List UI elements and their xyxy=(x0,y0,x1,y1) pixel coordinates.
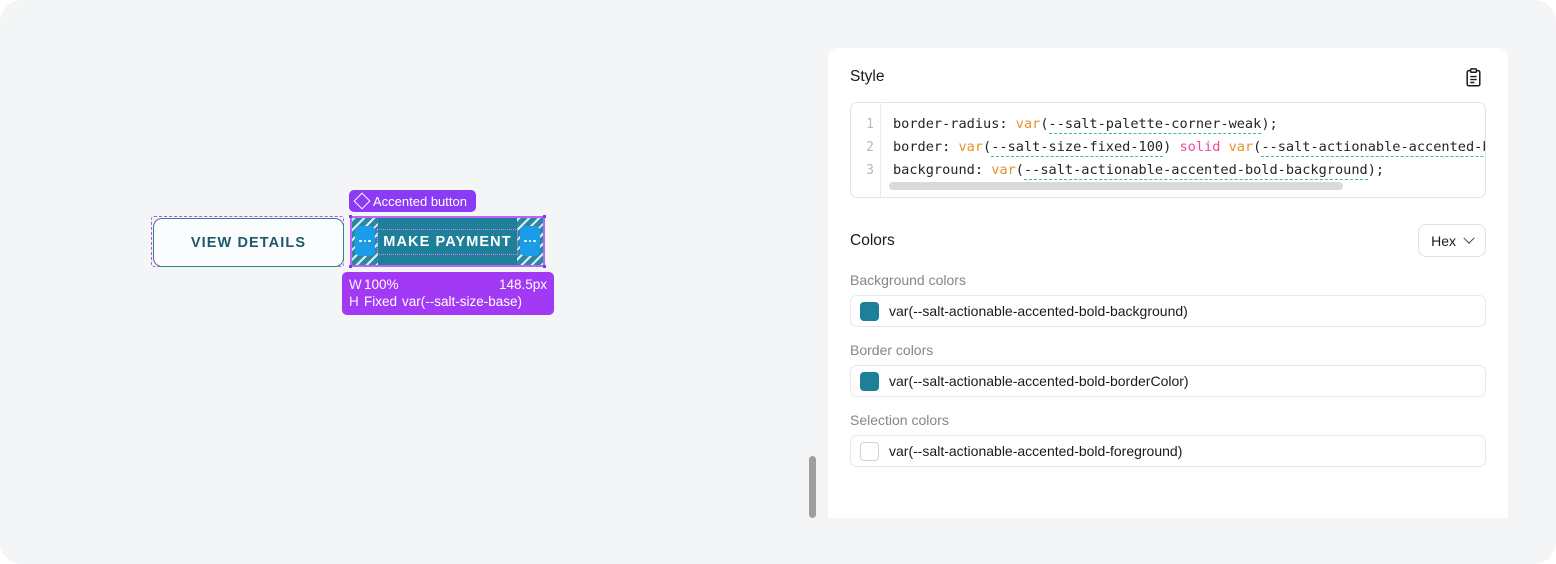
code-token-fn: var xyxy=(991,162,1016,178)
style-section-header: Style xyxy=(850,64,1486,90)
design-canvas[interactable]: Accented button VIEW DETAILS MAKE PAYMEN… xyxy=(0,0,800,564)
color-row[interactable]: var(--salt-actionable-accented-bold-fore… xyxy=(850,435,1486,467)
drag-handle-dots-icon-left[interactable] xyxy=(355,226,375,256)
dimension-row-width: W 100% 148.5px xyxy=(349,276,547,293)
code-token-var: --salt-palette-corner-weak xyxy=(1048,116,1262,134)
colors-section-title: Colors xyxy=(850,231,895,249)
code-token-prop: ); xyxy=(1367,162,1385,178)
code-token-prop: border-radius: xyxy=(893,116,1016,132)
component-name-label: Accented button xyxy=(373,193,467,209)
view-details-selection-box[interactable]: VIEW DETAILS xyxy=(151,216,344,267)
code-token-kw: solid xyxy=(1179,139,1221,155)
dimension-tooltip[interactable]: W 100% 148.5px H Fixed var(--salt-size-b… xyxy=(342,272,554,315)
code-token-fn: var xyxy=(1228,139,1254,155)
resize-nub-bl[interactable] xyxy=(349,265,352,268)
colors-section-header: Colors Hex xyxy=(850,224,1486,257)
color-swatch[interactable] xyxy=(860,441,879,461)
make-payment-selection-box[interactable]: MAKE PAYMENT xyxy=(349,215,546,268)
code-horizontal-scrollbar[interactable] xyxy=(889,182,1471,190)
code-token-prop: ( xyxy=(1253,139,1262,155)
color-token-value: var(--salt-actionable-accented-bold-bord… xyxy=(889,373,1189,389)
color-token-value: var(--salt-actionable-accented-bold-fore… xyxy=(889,443,1183,459)
height-key: H xyxy=(349,294,359,309)
code-token-fn: var xyxy=(958,139,984,155)
component-name-badge[interactable]: Accented button xyxy=(349,190,476,212)
code-token-prop: background: xyxy=(893,162,992,178)
width-key: W xyxy=(349,277,362,292)
code-token-prop xyxy=(1220,139,1228,155)
diamond-icon xyxy=(353,192,371,210)
color-row[interactable]: var(--salt-actionable-accented-bold-bord… xyxy=(850,365,1486,397)
code-token-prop: ( xyxy=(1015,162,1024,178)
code-token-var: --salt-actionable-accented-bold-borderCo… xyxy=(1261,139,1485,157)
code-token-prop: ) xyxy=(1163,139,1180,155)
code-line-numbers: 1 2 3 xyxy=(851,103,881,197)
code-line-number: 2 xyxy=(866,140,874,155)
color-format-select[interactable]: Hex xyxy=(1418,224,1486,257)
code-token-fn: var xyxy=(1015,116,1041,132)
color-token-value: var(--salt-actionable-accented-bold-back… xyxy=(889,303,1188,319)
code-content[interactable]: border-radius: var(--salt-palette-corner… xyxy=(881,103,1485,182)
color-swatch[interactable] xyxy=(860,371,879,391)
color-swatch[interactable] xyxy=(860,301,879,321)
code-line: border: var(--salt-size-fixed-100) solid… xyxy=(893,136,1485,159)
code-line: background: var(--salt-actionable-accent… xyxy=(893,159,1485,182)
color-group-label: Selection colors xyxy=(850,412,949,428)
code-token-var: --salt-size-fixed-100 xyxy=(991,139,1164,157)
height-mode: Fixed xyxy=(364,294,398,309)
color-groups: Background colors var(--salt-actionable-a… xyxy=(850,272,1486,467)
view-details-button[interactable]: VIEW DETAILS xyxy=(153,218,344,267)
color-group-label: Border colors xyxy=(850,342,934,358)
make-payment-button[interactable]: MAKE PAYMENT xyxy=(377,218,518,265)
style-section-title: Style xyxy=(850,68,885,85)
color-row[interactable]: var(--salt-actionable-accented-bold-back… xyxy=(850,295,1486,327)
code-token-prop: ( xyxy=(1040,116,1049,132)
view-details-label: VIEW DETAILS xyxy=(190,234,307,251)
code-token-prop: border: xyxy=(893,139,959,155)
width-mode: 100% xyxy=(364,277,399,292)
code-token-var: --salt-actionable-accented-bold-backgrou… xyxy=(1023,162,1368,180)
width-computed: 148.5px xyxy=(498,277,547,292)
clipboard-icon[interactable] xyxy=(1460,64,1486,90)
code-line-number: 3 xyxy=(866,163,874,178)
chevron-down-icon xyxy=(1463,232,1475,244)
make-payment-label: MAKE PAYMENT xyxy=(383,233,512,250)
code-token-prop: ); xyxy=(1261,116,1278,132)
resize-nub-tl[interactable] xyxy=(349,215,352,218)
selection-frame[interactable]: VIEW DETAILS MAKE PAYMENT xyxy=(151,215,546,268)
dimension-row-height: H Fixed var(--salt-size-base) xyxy=(349,293,547,310)
color-format-value: Hex xyxy=(1431,232,1456,249)
drag-handle-dots-icon-right[interactable] xyxy=(520,226,540,256)
color-group-label: Background colors xyxy=(850,272,966,288)
height-value: var(--salt-size-base) xyxy=(402,294,523,309)
text-selection-box: MAKE PAYMENT xyxy=(377,228,518,255)
code-token-prop: ( xyxy=(983,139,992,155)
code-line-number: 1 xyxy=(866,117,874,132)
resize-nub-tr[interactable] xyxy=(543,215,546,218)
code-scrollbar-thumb[interactable] xyxy=(889,182,1343,190)
panel-scrollbar[interactable] xyxy=(809,456,816,518)
code-line: border-radius: var(--salt-palette-corner… xyxy=(893,113,1485,136)
resize-nub-br[interactable] xyxy=(543,265,546,268)
